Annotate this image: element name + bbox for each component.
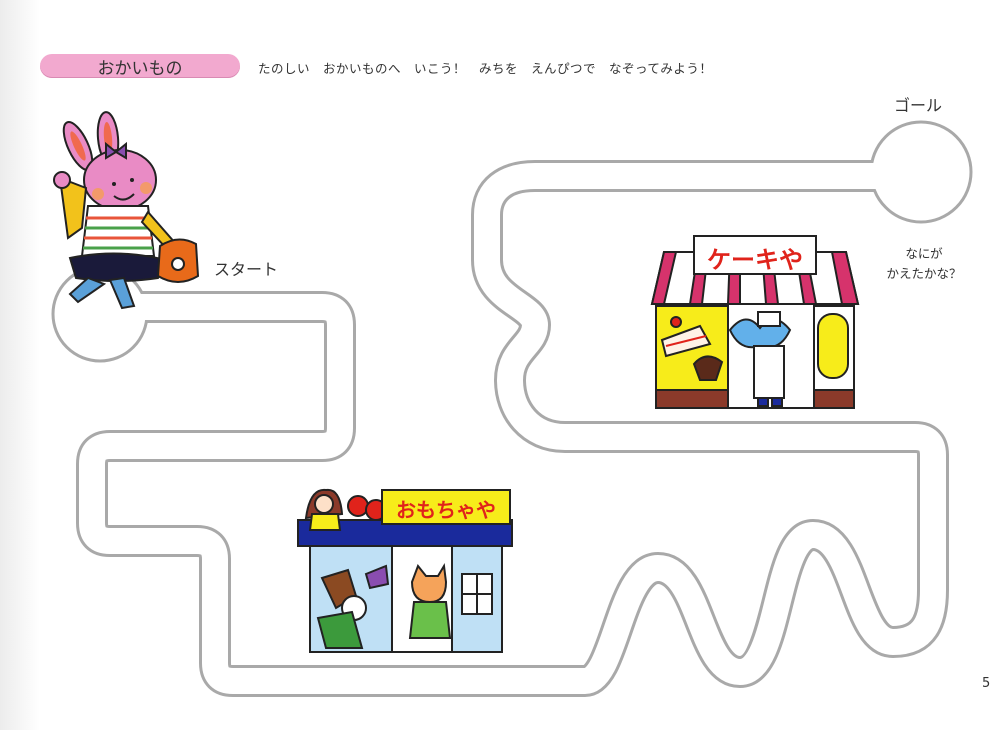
goal-circle <box>869 120 973 224</box>
cake-shop-sign: ケーキや <box>707 246 803 274</box>
toy-shop-icon <box>297 488 513 653</box>
start-label: スタート <box>214 260 279 279</box>
page-title-text: おかいもの <box>97 58 183 79</box>
cake-shop: ケーキや <box>650 234 860 410</box>
instruction-text: たのしい おかいものへ いこう！ みちを えんぴつで なぞってみよう！ <box>258 61 713 76</box>
goal-label: ゴール <box>894 96 943 115</box>
question-text: なにが かえたかな？ <box>886 246 962 281</box>
toy-shop-sign: おもちゃや <box>396 498 496 522</box>
toy-shop: おもちゃや <box>296 478 514 656</box>
page-number: 5 <box>982 676 991 691</box>
cake-shop-icon <box>650 235 860 409</box>
page-edge-shadow <box>0 0 40 730</box>
page-title: おかいもの <box>40 54 240 79</box>
rabbit-icon <box>53 111 200 310</box>
